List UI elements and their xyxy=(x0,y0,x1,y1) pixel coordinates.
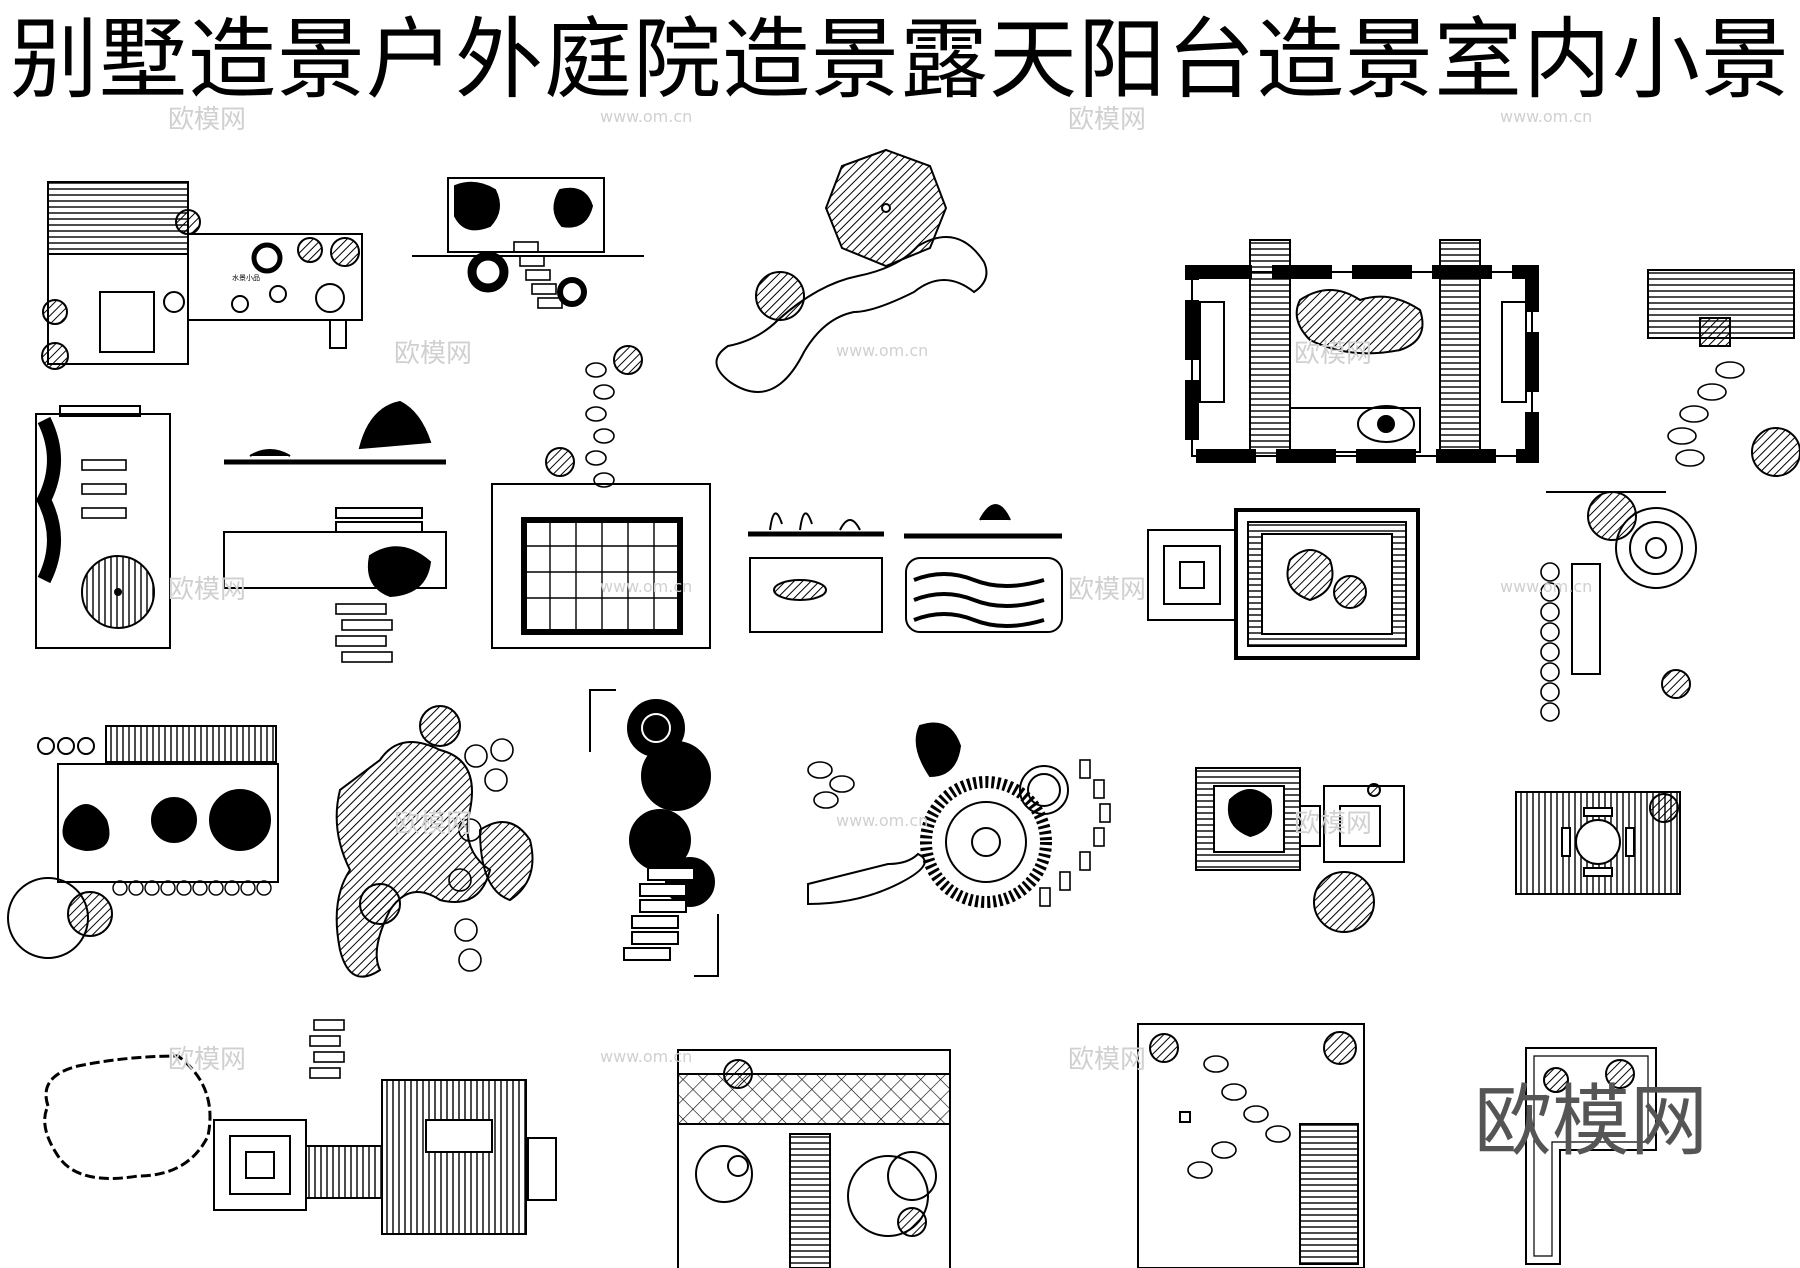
plan-grid-pool xyxy=(491,345,711,649)
plan-circular-steps xyxy=(589,689,719,977)
plan-lattice-garden xyxy=(677,1049,951,1268)
watermark-brand: 欧模网 xyxy=(1294,339,1372,369)
plan-caption: 水景小品 xyxy=(232,273,260,282)
watermark-brand: 欧模网 xyxy=(1068,1045,1146,1075)
plan-l-shaped-balcony xyxy=(1525,1047,1657,1265)
watermark-url: www.om.cn xyxy=(1500,577,1592,596)
plan-elevation-rockery xyxy=(223,400,447,663)
plan-balcony-stepping-stones xyxy=(1647,269,1800,477)
plan-villa-courtyard-2 xyxy=(412,177,644,309)
plan-deck-umbrella xyxy=(1195,767,1405,933)
watermark-brand: 欧模网 xyxy=(1068,575,1146,605)
plan-patio-deck xyxy=(7,725,279,959)
plan-square-table-deck xyxy=(1515,791,1681,895)
page-title: 别墅造景户外庭院造景露天阳台造景室内小景 xyxy=(9,8,1790,111)
watermark-brand: 欧模网 xyxy=(1294,809,1372,839)
watermark-url: www.om.cn xyxy=(1500,107,1592,126)
watermark-brand: 欧模网 xyxy=(168,1045,246,1075)
plan-square-pond xyxy=(1147,508,1420,660)
plan-pavilion-path xyxy=(715,148,988,393)
watermark-brand: 欧模网 xyxy=(168,105,246,135)
watermark-url: www.om.cn xyxy=(600,107,692,126)
plan-pond-pavilion xyxy=(43,1019,557,1235)
watermark-url: www.om.cn xyxy=(600,577,692,596)
watermark-brand: 欧模网 xyxy=(394,809,472,839)
plan-round-plaza xyxy=(807,722,1111,908)
plan-stone-path-garden xyxy=(1137,1023,1365,1268)
watermark-brand: 欧模网 xyxy=(394,339,472,369)
plan-rock-garden xyxy=(335,705,534,978)
watermark-layer: 欧模网 www.om.cn 欧模网 www.om.cn 欧模网 www.om.c… xyxy=(168,105,1592,1075)
watermark-url: www.om.cn xyxy=(836,811,928,830)
watermark-url: www.om.cn xyxy=(600,1047,692,1066)
plan-villa-courtyard-1: 水景小品 xyxy=(41,181,363,370)
plan-narrow-garden xyxy=(35,405,171,649)
plan-water-features xyxy=(748,504,1063,633)
plan-circle-path xyxy=(1540,491,1697,722)
watermark-brand: 欧模网 xyxy=(168,575,246,605)
plan-symmetric-courtyard xyxy=(1185,239,1539,463)
watermark-url: www.om.cn xyxy=(836,341,928,360)
brand-logo: 欧模网 xyxy=(1474,1077,1708,1167)
watermark-brand: 欧模网 xyxy=(1068,105,1146,135)
